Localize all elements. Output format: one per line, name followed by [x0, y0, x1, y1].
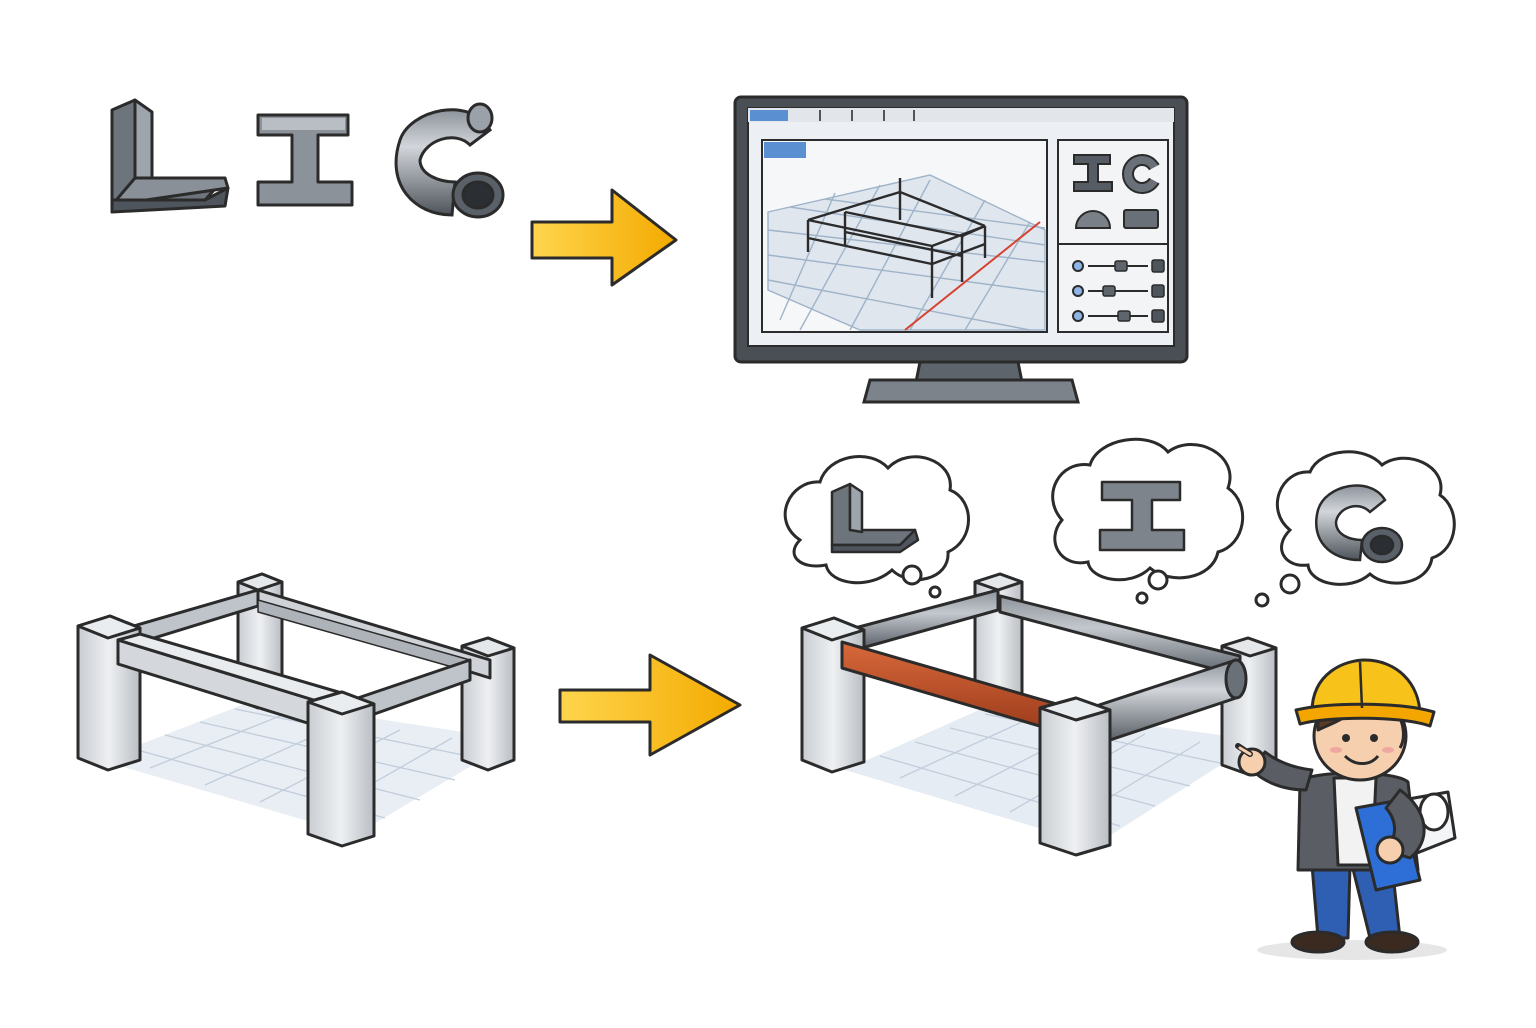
assigned-steel-frame: [800, 572, 1278, 857]
pipe-elbow-icon: [394, 102, 505, 219]
slider-knob[interactable]: [1114, 260, 1128, 272]
cad-tab-active[interactable]: [750, 110, 788, 121]
highlighted-beam: [840, 640, 1062, 734]
panel-sliders: [1072, 259, 1165, 323]
engineer-character: [1235, 658, 1457, 960]
panel-i-beam-icon[interactable]: [1073, 154, 1113, 192]
panel-slider-row[interactable]: [1072, 284, 1165, 298]
cad-viewport[interactable]: [761, 139, 1048, 333]
profile-shapes-row: [110, 98, 505, 219]
panel-pipe-icon[interactable]: [1122, 154, 1164, 194]
slider-knob[interactable]: [1117, 310, 1131, 322]
thought-bubble-pipe: [1254, 450, 1456, 608]
panel-slider-row[interactable]: [1072, 309, 1165, 323]
panel-flat-bar-icon[interactable]: [1123, 209, 1159, 229]
panel-slider-row[interactable]: [1072, 259, 1165, 273]
i-beam-profile-icon: [1098, 480, 1186, 552]
arrow-right-icon: [558, 653, 742, 757]
cad-tab-bar: [748, 108, 1174, 122]
slider-value-box[interactable]: [1151, 284, 1165, 298]
slider-knob[interactable]: [1102, 285, 1116, 297]
cad-monitor: [733, 95, 1189, 404]
slider-radio-icon[interactable]: [1072, 285, 1084, 297]
hard-hat-icon: [1294, 658, 1436, 728]
slider-value-box[interactable]: [1151, 309, 1165, 323]
panel-half-round-icon[interactable]: [1074, 210, 1112, 229]
thought-bubbles: [783, 437, 1456, 608]
angle-profile-icon: [110, 98, 230, 214]
slider-value-box[interactable]: [1151, 259, 1165, 273]
angle-profile-icon: [830, 482, 920, 554]
cad-side-panel: [1057, 139, 1169, 333]
arrow-right-icon: [530, 188, 678, 287]
i-beam-profile-icon: [256, 113, 354, 207]
pipe-elbow-icon: [1315, 484, 1404, 564]
bare-steel-frame: [76, 572, 516, 848]
slider-radio-icon[interactable]: [1072, 310, 1084, 322]
thought-bubble-angle: [783, 455, 970, 599]
slider-radio-icon[interactable]: [1072, 260, 1084, 272]
